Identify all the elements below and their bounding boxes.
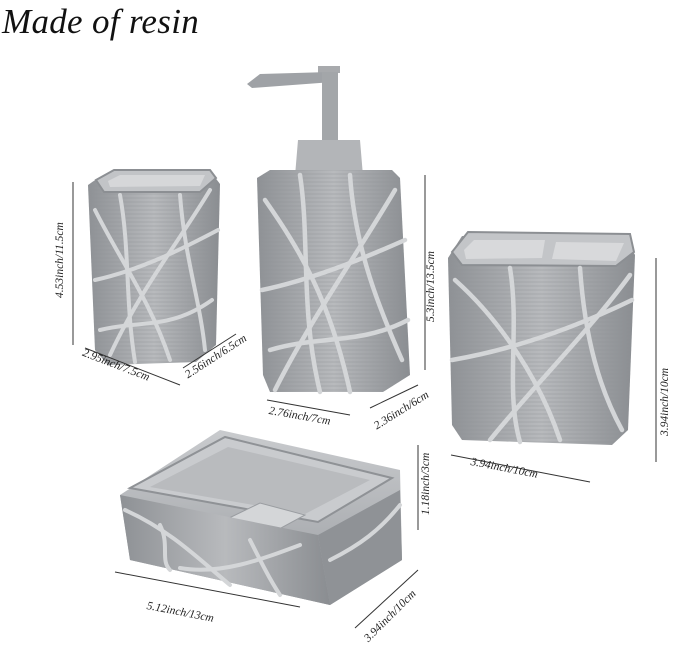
toothbrush-holder bbox=[448, 230, 636, 445]
photo-title: Made of resin bbox=[2, 2, 200, 41]
soap-dish bbox=[120, 430, 402, 605]
tumbler-cup bbox=[88, 169, 220, 365]
soap-dispenser bbox=[247, 66, 411, 395]
dish-height-label: 1.18inch/3cm bbox=[420, 452, 432, 515]
dimension-lines bbox=[72, 175, 657, 629]
tumbler-height-label: 4.53inch/11.5cm bbox=[54, 222, 66, 298]
dispenser-height-label: 5.3inch/13.5cm bbox=[425, 251, 437, 322]
holder-height-label: 3.94inch/10cm bbox=[659, 367, 671, 436]
